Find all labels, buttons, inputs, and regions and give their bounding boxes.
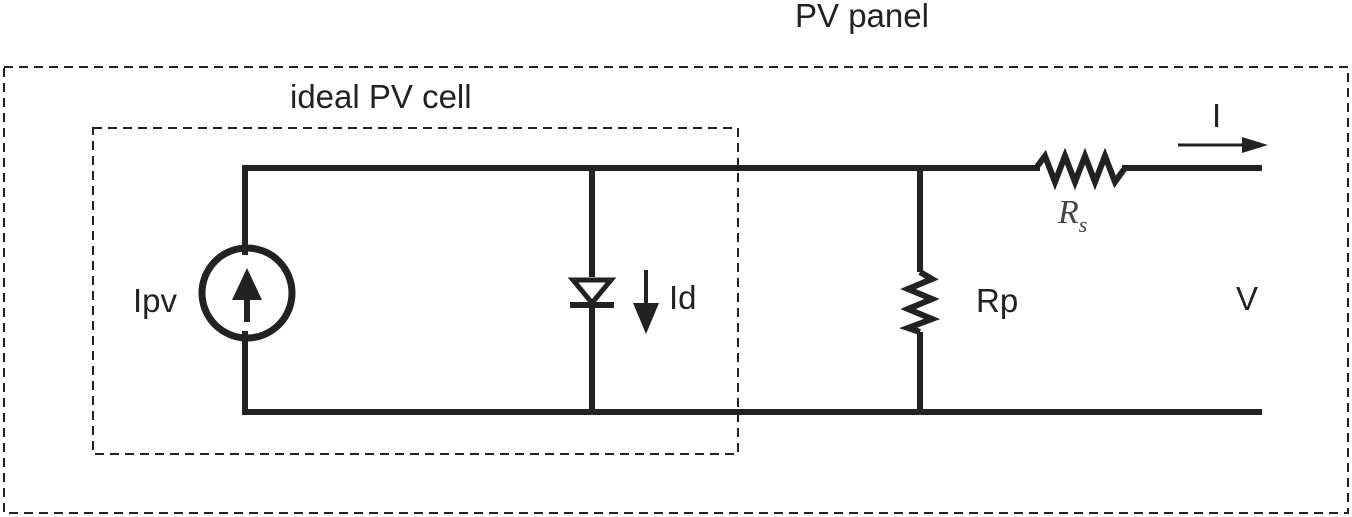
ideal-pv-cell-label: ideal PV cell [290,78,472,115]
diode-current-label: Id [669,279,697,316]
diode-current-arrow-icon [633,270,659,334]
output-voltage-label: V [1236,280,1258,317]
series-resistor-icon [1033,147,1128,191]
parallel-resistor-icon [899,269,941,335]
output-current-arrow-icon [1178,137,1268,153]
parallel-resistor-label: Rp [976,282,1018,319]
pv-panel-label: PV panel [795,0,929,34]
series-resistor-label: Rs [1057,194,1087,237]
series-resistor-letter: R [1057,194,1079,231]
diode-icon [567,277,617,308]
current-source-icon [198,244,296,342]
output-current-label: I [1212,97,1221,134]
current-source-label: Ipv [133,282,178,319]
series-resistor-subscript: s [1079,212,1088,237]
pv-panel-boundary [3,66,1349,514]
ideal-pv-cell-boundary [92,127,739,455]
